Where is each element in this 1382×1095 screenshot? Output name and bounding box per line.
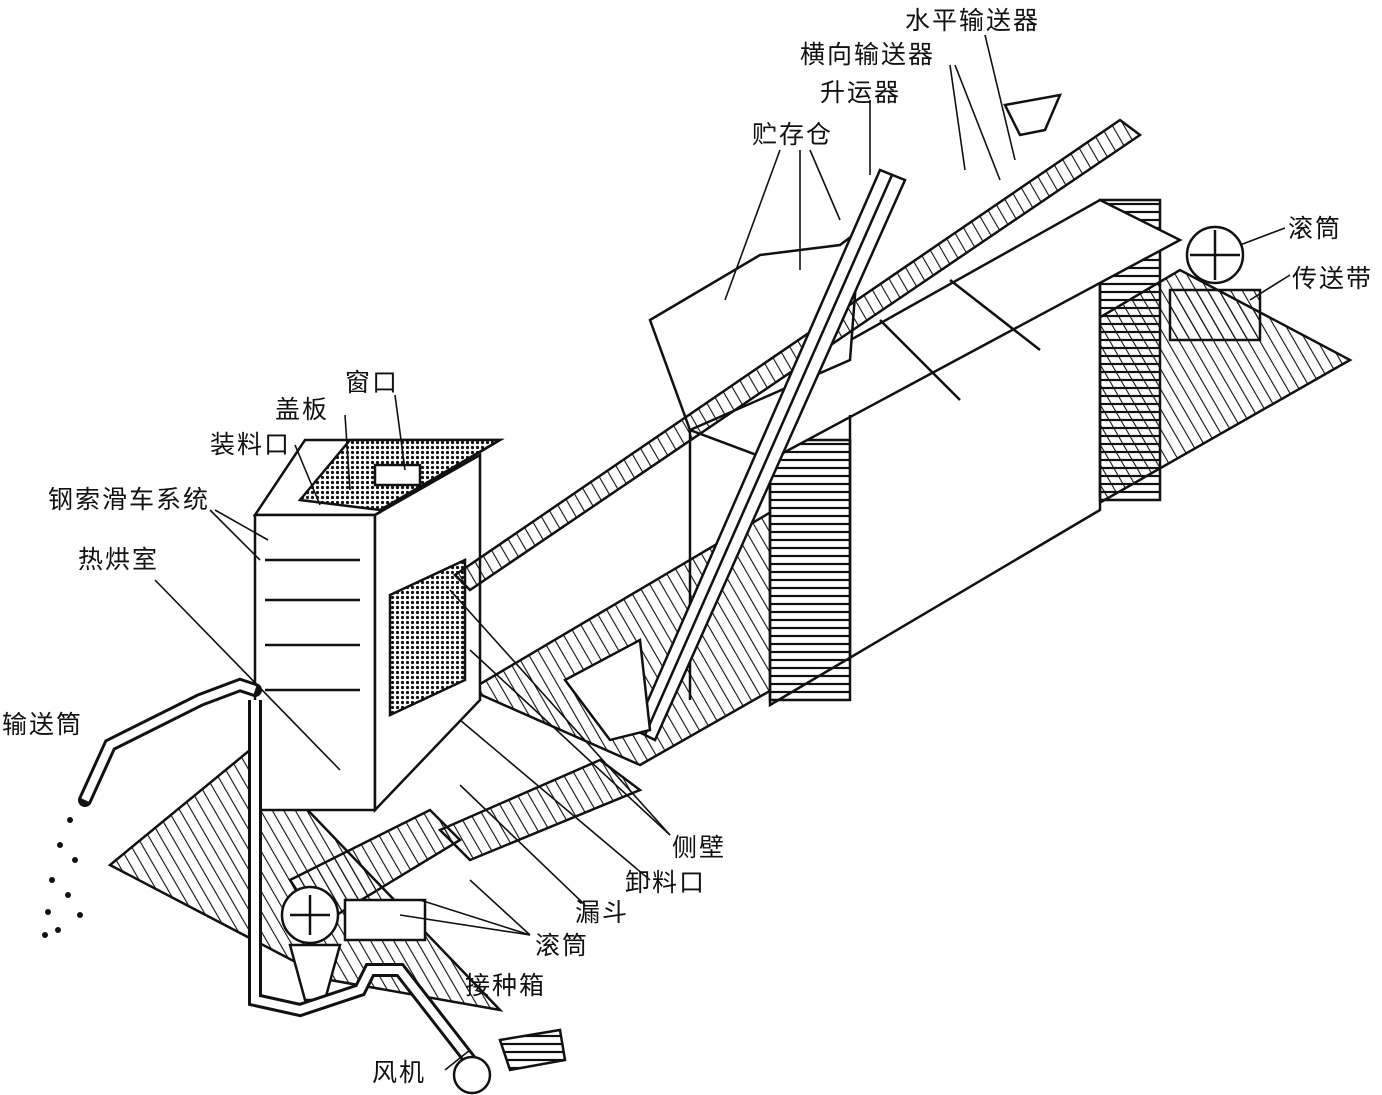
hopper-shape	[288, 943, 342, 1002]
horizontal-conveyor-belt	[453, 118, 1143, 592]
elevator-shape	[633, 168, 907, 742]
label-discharge-port: 卸料口	[625, 868, 707, 897]
discharge-tray	[563, 638, 652, 742]
label-inoculation-box: 接种箱	[465, 971, 547, 1000]
label-drum-top: 滚筒	[1288, 214, 1343, 243]
inoculation-box-shape	[343, 898, 427, 942]
building-wall-stripes-1	[768, 438, 852, 702]
leader-lines	[154, 34, 1291, 1071]
label-cross-conveyor: 横向输送器	[800, 40, 936, 69]
drying-chamber-front	[253, 513, 377, 812]
label-window: 窗口	[345, 368, 400, 397]
building-top	[687, 198, 1183, 462]
label-cover-plate: 盖板	[275, 395, 330, 424]
label-cable-pulley-system: 钢索滑车系统	[48, 485, 211, 514]
label-delivery-tube: 输送筒	[2, 710, 84, 739]
label-hopper: 漏斗	[575, 898, 630, 927]
side-mesh	[388, 558, 467, 717]
label-drum-bottom: 滚筒	[535, 931, 590, 960]
label-fan: 风机	[372, 1058, 427, 1087]
window-shape	[373, 463, 422, 487]
label-horizontal-conveyor: 水平输送器	[905, 6, 1041, 35]
conveyor-belt-shape	[1168, 288, 1262, 342]
floor-mid	[437, 758, 643, 862]
fan-shape	[452, 1055, 492, 1095]
label-loading-port: 装料口	[210, 430, 292, 459]
feed-hopper-top	[1003, 93, 1063, 137]
label-elevator: 升运器	[820, 78, 902, 107]
label-side-wall: 侧壁	[672, 833, 727, 862]
label-conveyor-belt: 传送带	[1292, 264, 1374, 293]
label-storage-bin: 贮存仓	[752, 120, 834, 149]
falling-seeds	[42, 817, 83, 938]
label-drying-chamber: 热烘室	[78, 545, 160, 574]
